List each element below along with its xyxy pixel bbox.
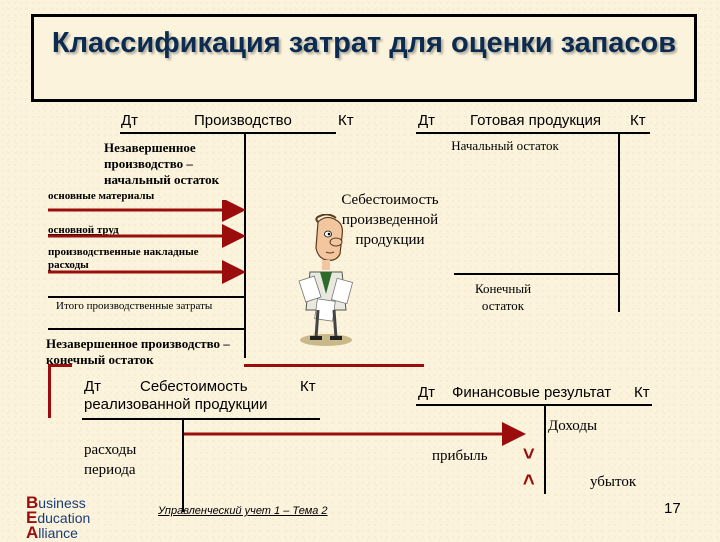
greater-than-symbol: > [518,473,541,486]
overhead-label: производственные накладные расходы [48,246,199,271]
cogs-to-results-arrow [184,422,526,446]
connector-left-down [48,364,51,418]
production-debit-label: Дт [121,112,139,129]
production-total-line [48,296,244,298]
title-box: Классификация затрат для оценки запасов [31,14,697,102]
total-production-costs: Итого производственные затраты [56,300,213,312]
finished-goods-credit-label: Кт [630,112,646,129]
production-closing-balance: Незавершенное производство – конечный ос… [46,336,230,367]
production-credit-label: Кт [338,112,354,129]
results-account-title: Финансовые результат [452,384,612,401]
business-education-alliance-logo: Business Education Alliance [26,493,91,542]
finished-goods-t-vertical-line [618,132,620,312]
production-t-top-line [120,132,336,134]
direct-materials-label: основные материалы [48,190,155,202]
results-credit-label: Кт [634,384,650,401]
direct-labor-label: основной труд [48,224,119,236]
revenue-label: Доходы [548,418,598,434]
cogs-debit-label: Дт [84,378,102,395]
man-with-papers-icon [298,214,354,346]
profit-label: прибыль [432,448,488,464]
connector-left-stub [48,364,72,367]
cogs-t-top-line [82,418,320,420]
finished-goods-closing-balance: Конечный остаток [474,281,532,313]
finished-goods-debit-label: Дт [418,112,436,129]
results-t-vertical-line [544,404,546,494]
cogs-account-title-line2: реализованной продукции [84,396,268,413]
production-closing-line [48,328,244,330]
page-number: 17 [664,500,681,517]
cogs-t-vertical-line [182,418,184,512]
finished-goods-t-top-line [416,132,650,134]
footer-course-title: Управленческий учет 1 – Тема 2 [158,505,328,517]
connector-top [244,364,424,367]
less-than-symbol: < [518,447,541,460]
finished-goods-opening-balance: Начальный остаток [451,138,559,153]
production-account-title: Производство [194,112,292,129]
loss-label: убыток [590,474,637,490]
period-expenses: расходы периода [84,442,137,478]
production-opening-balance: Незавершенное производство – начальный о… [104,140,220,187]
finished-goods-account-title: Готовая продукция [470,112,601,129]
results-t-top-line [416,404,652,406]
results-debit-label: Дт [418,384,436,401]
cost-of-goods-produced: Себестоимость произведенной продукции [341,192,439,248]
page-title: Классификация затрат для оценки запасов [51,27,677,59]
cogs-account-title: Себестоимость [140,378,248,395]
finished-goods-closing-line [454,273,618,275]
production-input-arrows [48,200,246,284]
cogs-credit-label: Кт [300,378,316,395]
